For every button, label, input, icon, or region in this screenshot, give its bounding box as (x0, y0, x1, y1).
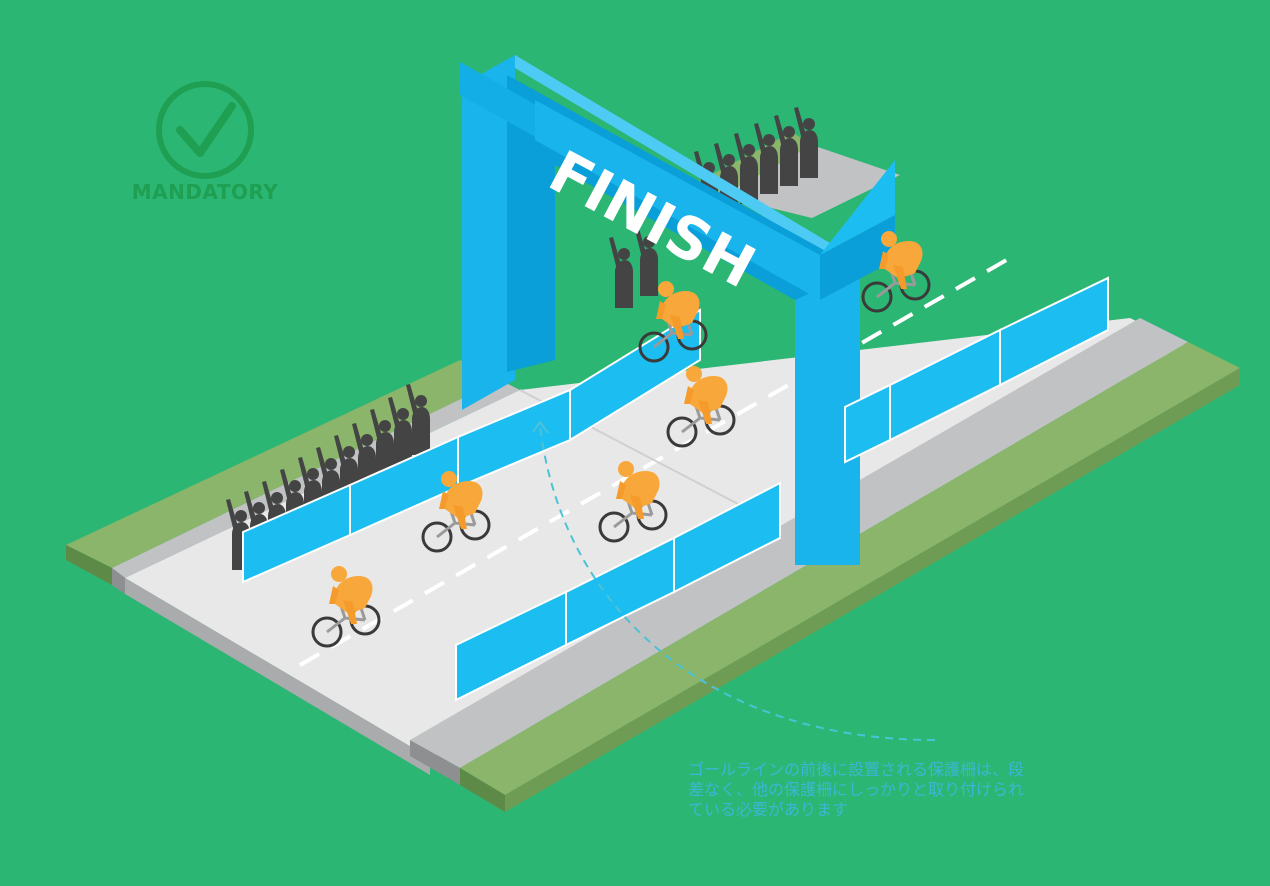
callout-arrow (539, 424, 936, 741)
mandatory-label: MANDATORY (131, 180, 279, 204)
caption-line: ゴールラインの前後に設置される保護柵は、段 (688, 760, 1025, 779)
caption-line: 差なく、他の保護柵にしっかりと取り付けられ (688, 780, 1025, 799)
check-circle-icon (156, 81, 254, 179)
caption: ゴールラインの前後に設置される保護柵は、段 差なく、他の保護柵にしっかりと取り付… (688, 760, 1148, 820)
caption-line: ている必要があります (688, 800, 849, 819)
